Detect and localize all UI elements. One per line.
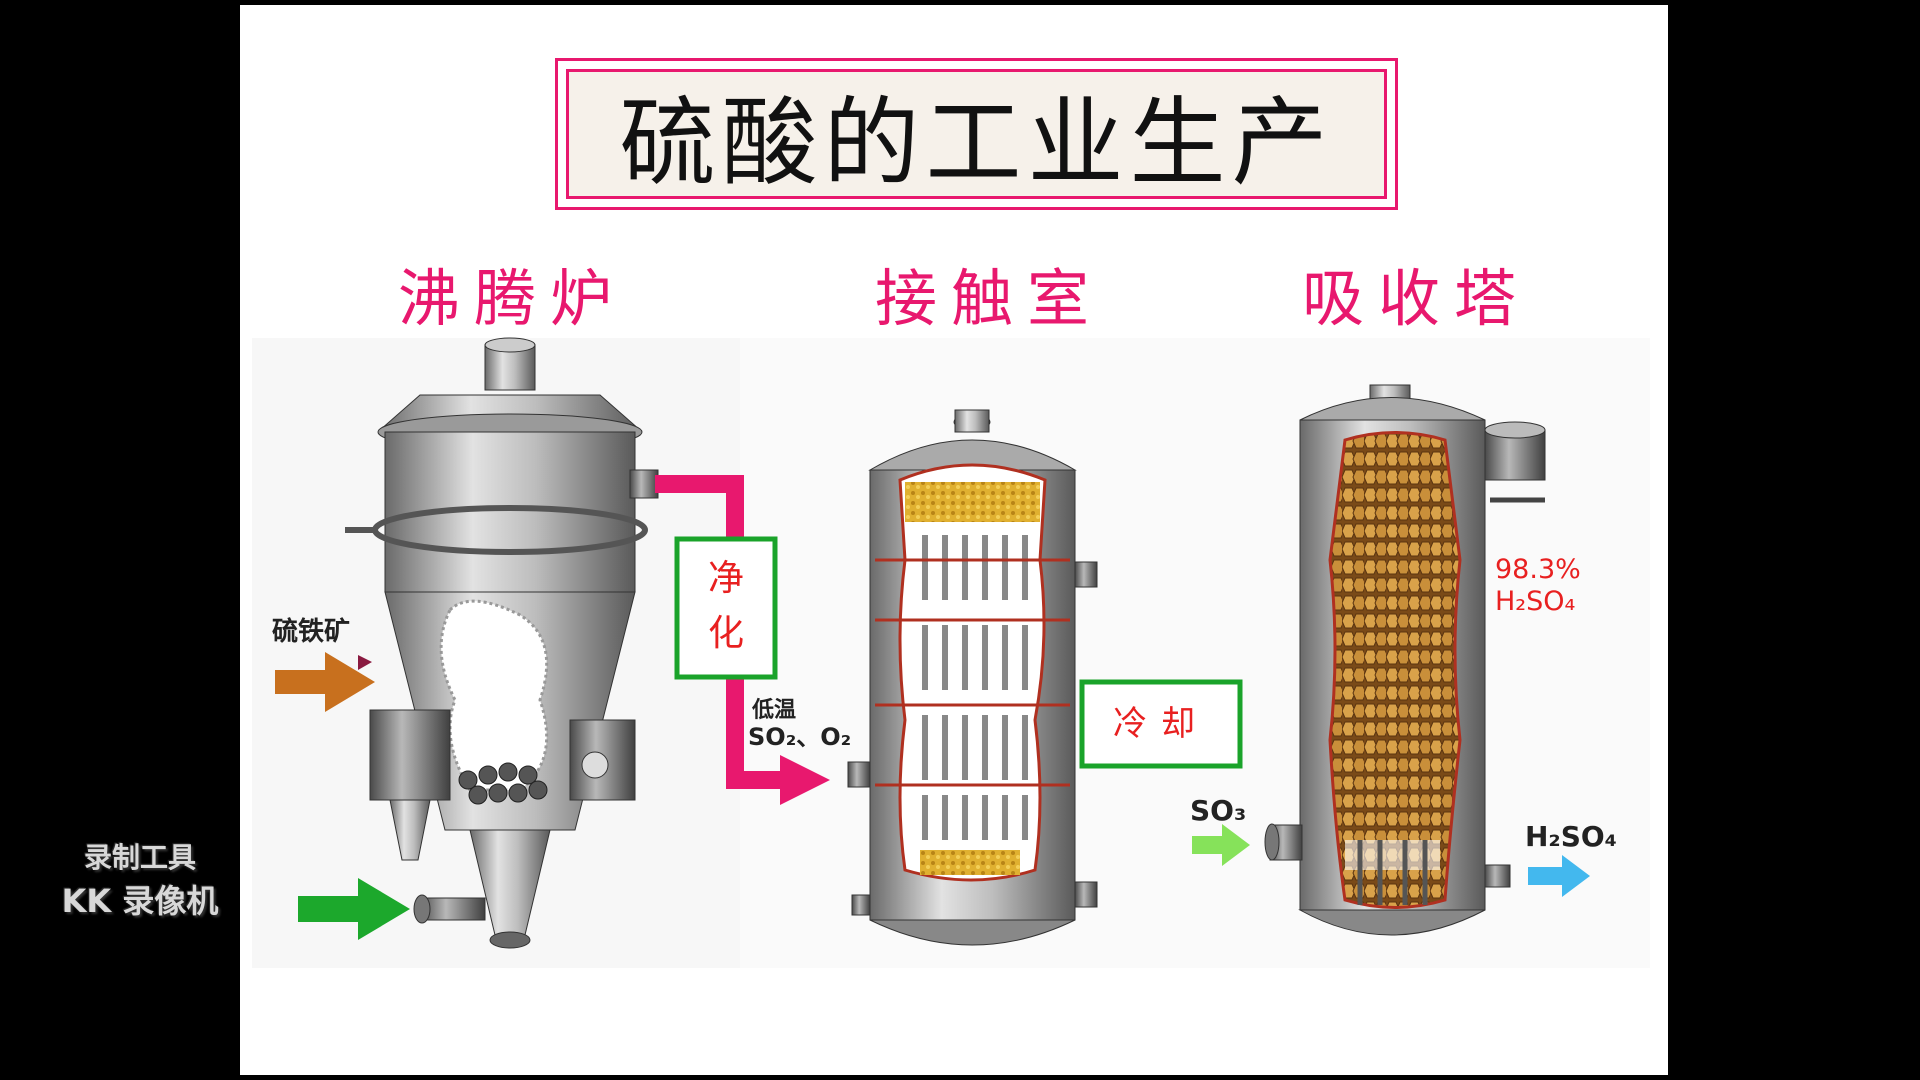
furnace-heading: 沸腾炉 (398, 262, 627, 335)
purify-label-2: 化 (708, 613, 744, 654)
purify-label-1: 净 (708, 558, 744, 599)
absorption-tower-heading: 吸收塔 (1302, 262, 1531, 335)
watermark-line-2: KK 录像机 (61, 882, 219, 920)
cool-box (1079, 679, 1243, 769)
contact-chamber (847, 409, 1098, 946)
low-temp-label: 低温 (751, 698, 796, 723)
watermark-line-1: 录制工具 (83, 841, 196, 874)
so2-o2-label: SO₂、O₂ (748, 723, 851, 751)
so3-arrow (1192, 824, 1250, 866)
slide-title: 硫酸的工业生产 (619, 86, 1334, 199)
so3-label: SO₃ (1190, 794, 1246, 827)
air-inlet-arrow (298, 878, 410, 940)
purify-box (674, 536, 778, 680)
pyrite-small-arrow (358, 655, 372, 670)
pyrite-arrow (275, 652, 375, 712)
product-label: H₂SO₄ (1525, 820, 1617, 853)
pyrite-label: 硫铁矿 (272, 616, 350, 647)
boiling-furnace (345, 337, 659, 949)
gas-flow-arrowhead (780, 755, 830, 805)
recorder-watermark: 录制工具 KK 录像机 (40, 836, 240, 922)
title-frame: 硫酸的工业生产 (555, 58, 1398, 210)
title-inner-frame: 硫酸的工业生产 (566, 69, 1387, 199)
absorption-tower (1264, 384, 1546, 936)
acid-concentration-label: 98.3% (1495, 554, 1581, 585)
cool-label: 冷却 (1113, 704, 1209, 744)
acid-formula-label: H₂SO₄ (1495, 586, 1575, 617)
contact-chamber-heading: 接触室 (875, 262, 1104, 335)
product-arrow (1528, 855, 1590, 897)
